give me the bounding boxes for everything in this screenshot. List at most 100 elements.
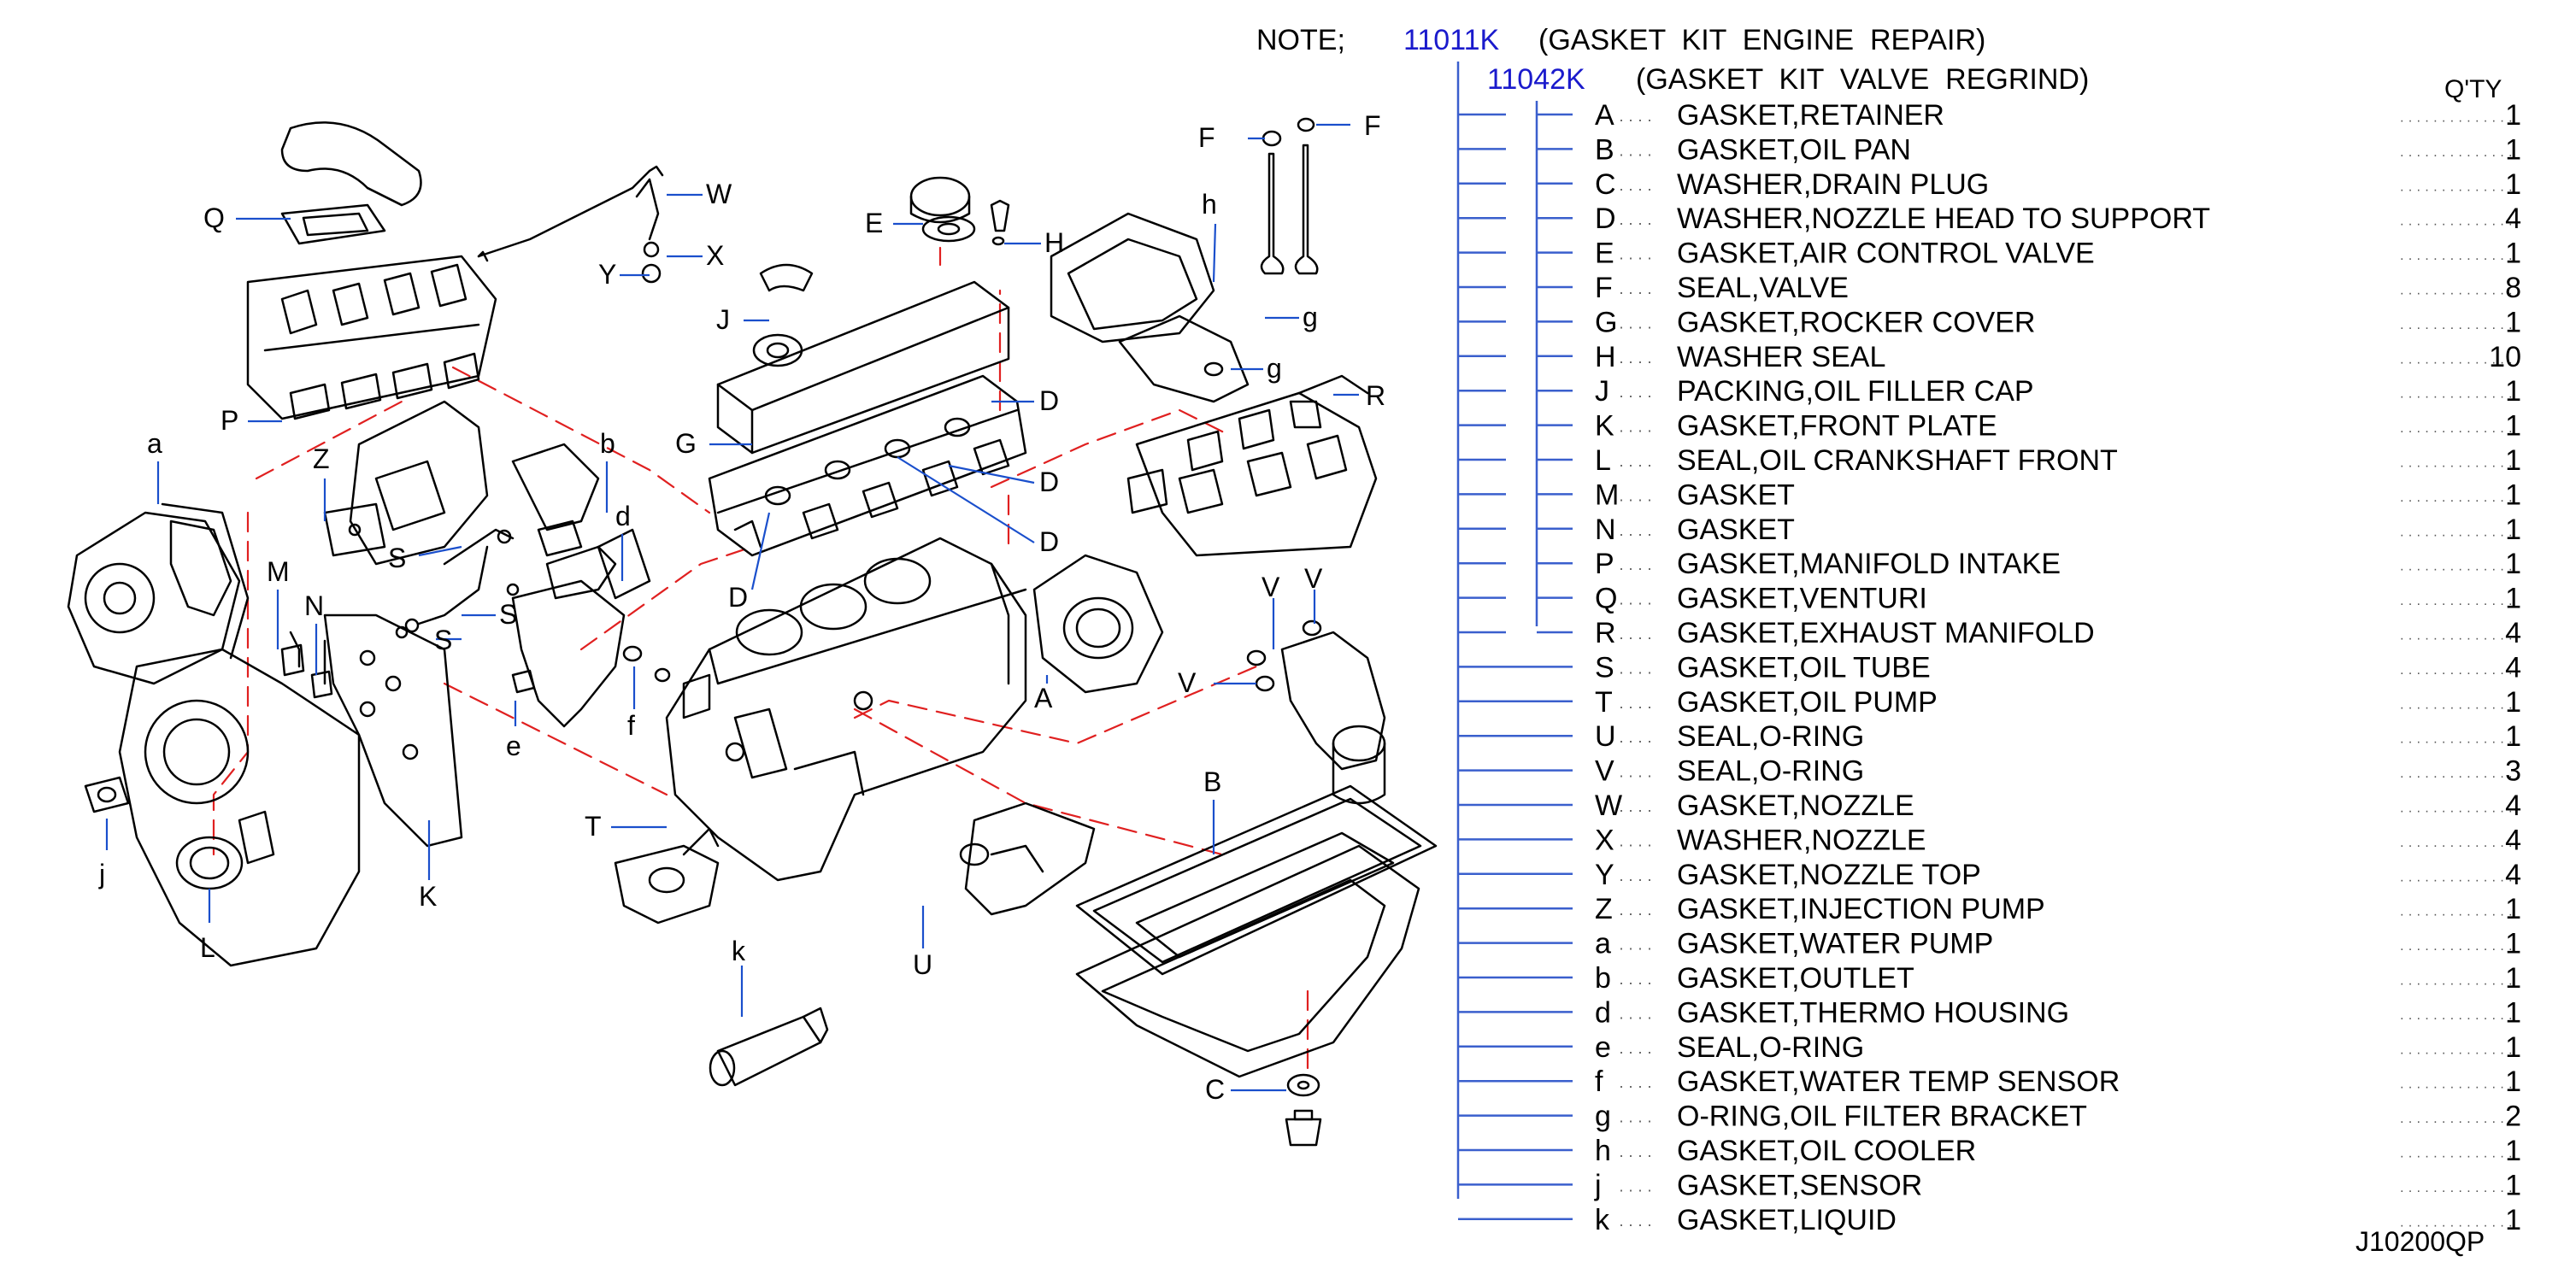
part-qty: 1 [2505,410,2521,443]
callout-G[interactable]: G [675,428,697,459]
callout-f[interactable]: f [627,710,635,741]
callout-V[interactable]: V [1304,563,1323,594]
callout-Z[interactable]: Z [313,443,330,474]
callout-D[interactable]: D [1039,526,1059,557]
part-row-X[interactable]: X· · · ·WASHER,NOZZLE· · · · · · · · · ·… [1595,824,2521,856]
callout-S[interactable]: S [388,543,406,573]
part-row-S[interactable]: S· · · ·GASKET,OIL TUBE· · · · · · · · ·… [1595,651,2521,684]
callout-J[interactable]: J [716,304,730,335]
callout-P[interactable]: P [221,405,238,436]
part-row-d[interactable]: d· · · ·GASKET,THERMO HOUSING· · · · · ·… [1595,996,2521,1029]
part-row-h[interactable]: h· · · ·GASKET,OIL COOLER· · · · · · · ·… [1595,1135,2521,1167]
part-row-N[interactable]: N· · · ·GASKET· · · · · · · · · · · · · … [1595,514,2521,546]
callout-D[interactable]: D [728,582,748,613]
kit-valve-code[interactable]: 11042K [1487,63,1585,96]
callout-C[interactable]: C [1205,1074,1225,1105]
callout-V[interactable]: V [1262,572,1280,602]
part-key: E [1595,238,1614,270]
part-row-Q[interactable]: Q· · · ·GASKET,VENTURI· · · · · · · · · … [1595,583,2521,615]
part-row-V[interactable]: V· · · ·SEAL,O-RING· · · · · · · · · · ·… [1595,755,2521,788]
qty-leader-dots: · · · · · · · · · · · · · · [2400,1218,2513,1233]
callout-j[interactable]: j [98,859,105,889]
part-row-e[interactable]: e· · · ·SEAL,O-RING· · · · · · · · · · ·… [1595,1031,2521,1064]
callout-D[interactable]: D [1039,467,1059,497]
part-row-g[interactable]: g· · · ·O-RING,OIL FILTER BRACKET· · · ·… [1595,1101,2521,1133]
kit-engine-code[interactable]: 11011K [1403,24,1499,56]
callout-d[interactable]: d [615,501,631,531]
callout-F[interactable]: F [1364,110,1381,141]
part-qty: 4 [2505,203,2521,235]
callout-M[interactable]: M [267,556,290,587]
callout-D[interactable]: D [1039,385,1059,416]
callout-Q[interactable]: Q [203,203,225,233]
callout-b[interactable]: b [600,428,615,459]
part-row-E[interactable]: E· · · ·GASKET,AIR CONTROL VALVE· · · · … [1595,238,2521,270]
callout-L[interactable]: L [200,932,215,963]
callout-V[interactable]: V [1178,667,1197,698]
callout-E[interactable]: E [865,208,883,238]
key-leader-dots: · · · · [1619,180,1652,197]
callout-X[interactable]: X [706,240,724,271]
part-row-L[interactable]: L· · · ·SEAL,OIL CRANKSHAFT FRONT· · · ·… [1595,444,2521,477]
callout-R[interactable]: R [1366,380,1385,411]
part-key: V [1595,755,1614,788]
part-row-U[interactable]: U· · · ·SEAL,O-RING· · · · · · · · · · ·… [1595,720,2521,753]
part-row-k[interactable]: k· · · ·GASKET,LIQUID· · · · · · · · · ·… [1595,1204,2521,1236]
part-row-C[interactable]: C· · · ·WASHER,DRAIN PLUG· · · · · · · ·… [1595,168,2521,201]
callout-F[interactable]: F [1198,122,1215,153]
part-name: GASKET,OUTLET [1677,962,1914,995]
qty-leader-dots: · · · · · · · · · · · · · · [2400,597,2513,612]
callout-T[interactable]: T [585,811,602,842]
part-row-W[interactable]: W· · · ·GASKET,NOZZLE· · · · · · · · · ·… [1595,790,2521,822]
part-row-K[interactable]: K· · · ·GASKET,FRONT PLATE· · · · · · · … [1595,410,2521,443]
part-row-T[interactable]: T· · · ·GASKET,OIL PUMP· · · · · · · · ·… [1595,686,2521,719]
part-name: GASKET,VENTURI [1677,583,1927,615]
callout-W[interactable]: W [706,179,732,209]
part-row-j[interactable]: j· · · ·GASKET,SENSOR· · · · · · · · · ·… [1594,1169,2521,1201]
part-row-J[interactable]: J· · · ·PACKING,OIL FILLER CAP· · · · · … [1595,375,2521,408]
part-key: R [1595,617,1616,649]
qty-leader-dots: · · · · · · · · · · · · · · [2400,390,2513,404]
part-qty: 4 [2505,790,2521,822]
callout-B[interactable]: B [1203,766,1221,797]
part-row-Y[interactable]: Y· · · ·GASKET,NOZZLE TOP· · · · · · · ·… [1595,859,2521,891]
callout-g[interactable]: g [1303,302,1318,332]
callout-H[interactable]: H [1044,227,1064,258]
callout-S[interactable]: S [499,599,517,630]
callout-Y[interactable]: Y [598,259,616,290]
part-row-F[interactable]: F· · · ·SEAL,VALVE· · · · · · · · · · · … [1595,272,2521,304]
part-name: WASHER,NOZZLE [1677,824,1926,856]
part-name: GASKET,OIL PAN [1677,133,1911,166]
callout-e[interactable]: e [506,731,521,761]
key-leader-dots: · · · · [1619,1043,1652,1060]
callout-k[interactable]: k [732,936,746,966]
callout-a[interactable]: a [147,428,162,459]
qty-leader-dots: · · · · · · · · · · · · · · [2400,355,2513,370]
callout-A[interactable]: A [1034,683,1053,713]
part-key: Y [1595,859,1614,891]
part-qty: 1 [2505,1031,2521,1064]
part-row-D[interactable]: D· · · ·WASHER,NOZZLE HEAD TO SUPPORT· ·… [1595,203,2521,235]
part-key: C [1595,168,1616,201]
qty-leader-dots: · · · · · · · · · · · · · · [2400,320,2513,335]
callout-h[interactable]: h [1202,189,1217,220]
part-row-R[interactable]: R· · · ·GASKET,EXHAUST MANIFOLD· · · · ·… [1595,617,2521,649]
part-key: M [1595,478,1619,511]
callout-g[interactable]: g [1267,353,1282,384]
callout-N[interactable]: N [304,590,324,621]
part-row-M[interactable]: M· · · ·GASKET· · · · · · · · · · · · · … [1595,478,2521,511]
callout-S[interactable]: S [434,625,452,655]
part-row-H[interactable]: H· · · ·WASHER SEAL· · · · · · · · · · ·… [1595,341,2521,373]
part-row-b[interactable]: b· · · ·GASKET,OUTLET· · · · · · · · · ·… [1595,962,2521,995]
part-row-G[interactable]: G· · · ·GASKET,ROCKER COVER· · · · · · ·… [1595,306,2521,338]
callout-U[interactable]: U [913,949,932,980]
key-leader-dots: · · · · [1619,318,1652,335]
part-row-a[interactable]: a· · · ·GASKET,WATER PUMP· · · · · · · ·… [1595,928,2521,960]
part-row-Z[interactable]: Z· · · ·GASKET,INJECTION PUMP· · · · · ·… [1595,893,2521,925]
part-row-f[interactable]: f· · · ·GASKET,WATER TEMP SENSOR· · · · … [1595,1065,2521,1098]
part-row-A[interactable]: A· · · ·GASKET,RETAINER· · · · · · · · ·… [1595,99,2521,132]
part-row-P[interactable]: P· · · ·GASKET,MANIFOLD INTAKE· · · · · … [1595,548,2521,580]
part-row-B[interactable]: B· · · ·GASKET,OIL PAN· · · · · · · · · … [1595,133,2521,166]
part-key: e [1595,1031,1611,1064]
callout-K[interactable]: K [419,881,437,912]
